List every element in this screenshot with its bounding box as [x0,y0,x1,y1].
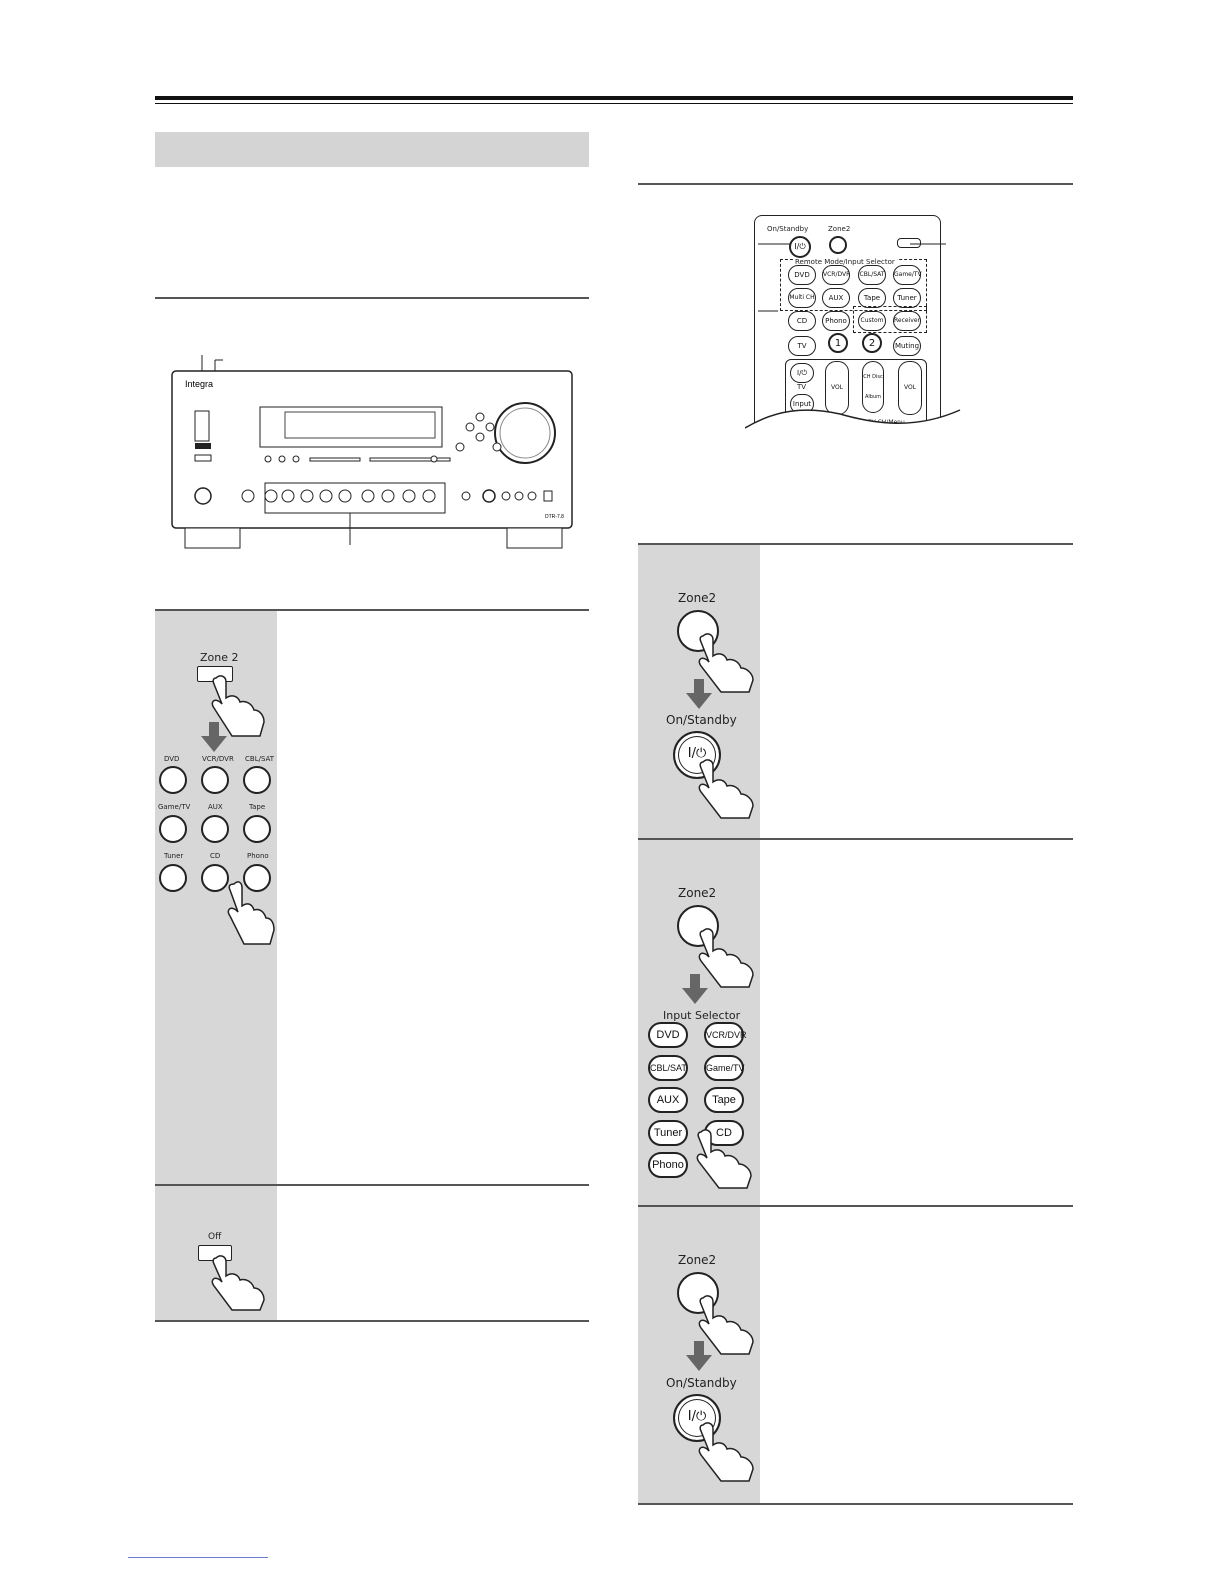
remote-onstandby-label: On/Standby [767,225,809,233]
input-label-phono: Phono [247,852,269,860]
input-label-game: Game/TV [158,803,191,811]
input-label-vcr: VCR/DVR [202,755,234,763]
remote-btn-muting[interactable]: Muting [893,336,921,356]
footer-link-line[interactable] [128,1557,268,1558]
arrow-down-icon [686,1341,712,1371]
input-selector-label: Input Selector [663,1009,741,1022]
remote-btn-receiver[interactable]: Receiver [893,311,921,331]
remote-btn-aux[interactable]: AUX [822,288,850,308]
right-step1-power-button[interactable]: I/⏻ [673,731,721,779]
hand-pointer-icon [211,675,265,737]
remote-vol-rocker-right[interactable]: VOL [898,361,922,415]
hand-pointer-icon [698,1295,754,1355]
input-button-vcr[interactable] [201,766,229,794]
remote-btn-multich[interactable]: Multi CH [788,288,816,308]
hand-pointer-icon [698,928,754,988]
remote-top-right-button[interactable] [897,238,921,248]
input-label-tape: Tape [249,803,266,811]
arrow-down-icon [686,679,712,709]
remote-btn-cd[interactable]: CD [788,311,816,331]
input-button-cbl[interactable] [243,766,271,794]
arrow-down-icon [201,722,227,752]
hand-pointer-icon [227,881,275,945]
right-section-rule [638,183,1073,185]
header-rule-thick [155,96,1073,100]
input-button-cd[interactable] [201,864,229,892]
remote-ch-label: CH Disc [863,374,883,380]
sel-btn-game[interactable]: Game/TV [704,1055,745,1081]
remote-input-button[interactable]: Input [790,394,814,414]
remote-btn-tv[interactable]: TV [788,336,816,356]
input-button-tuner[interactable] [159,864,187,892]
receiver-brand: Integra [185,379,213,389]
input-label-cd: CD [210,852,221,860]
off-label: Off [208,1232,222,1242]
arrow-down-icon [682,974,708,1004]
remote-btn-dvd[interactable]: DVD [788,265,816,285]
remote-album-label: Album [864,394,882,400]
remote-illustration: On/Standby Zone2 I/⏻ Remote Mode/Input S… [754,215,941,431]
remote-zone2-label: Zone2 [828,225,851,233]
remote-callout-lines [758,243,946,312]
receiver-illustration: Integra DTR-7.8 [171,355,573,549]
input-label-aux: AUX [208,803,223,811]
sel-btn-phono[interactable]: Phono [648,1152,688,1178]
left-bottom-rule [155,1320,589,1322]
remote-btn-custom[interactable]: Custom [858,311,886,331]
right-step2-zone-label: Zone2 [678,886,717,900]
sel-btn-cbl[interactable]: CBL/SAT [648,1055,688,1081]
sel-btn-tape[interactable]: Tape [704,1087,744,1113]
remote-btn-1[interactable]: 1 [828,333,848,353]
right-bottom-rule [638,1503,1073,1505]
input-label-tuner: Tuner [164,852,184,860]
remote-btn-cbl[interactable]: CBL/SAT [858,265,886,285]
remote-btn-tape[interactable]: Tape [858,288,886,308]
remote-btn-phono[interactable]: Phono [822,311,850,331]
input-label-dvd: DVD [164,755,180,763]
remote-cutoff-wave [745,409,961,440]
left-step1-rule [155,609,589,611]
remote-btn-game[interactable]: Game/TV [893,265,922,285]
right-step1-zone-label: Zone2 [678,591,717,605]
remote-btn-2[interactable]: 2 [862,333,882,353]
remote-tv-power-button[interactable]: I/⏻ [790,363,814,383]
right-step3-power-label: On/Standby [666,1376,737,1390]
remote-tv-label: TV [797,383,807,391]
remote-lower-area [785,359,927,431]
input-button-dvd[interactable] [159,766,187,794]
receiver-model: DTR-7.8 [545,514,564,520]
sel-btn-vcr[interactable]: VCR/DVR [704,1022,747,1048]
sel-btn-dvd[interactable]: DVD [648,1022,688,1048]
hand-pointer-icon [211,1255,265,1311]
remote-custom-area [853,306,927,333]
remote-btn-tuner[interactable]: Tuner [893,288,921,308]
input-button-aux[interactable] [201,815,229,843]
right-step3-zone-label: Zone2 [678,1253,717,1267]
remote-power-button[interactable]: I/⏻ [789,236,811,258]
hand-pointer-icon [696,1129,752,1189]
input-button-game[interactable] [159,815,187,843]
right-step1-power-label: On/Standby [666,713,737,727]
right-step3-rule [638,1205,1073,1207]
remote-zone2-button[interactable] [829,236,847,254]
left-step2-rule [155,1184,589,1186]
hand-pointer-icon [698,633,754,693]
input-button-phono[interactable] [243,864,271,892]
remote-mode-header: Remote Mode/Input Selector [793,258,897,266]
section-header-bar [155,132,589,167]
hand-pointer-icon [698,1422,754,1482]
zone2-label: Zone 2 [200,651,239,664]
sel-btn-tuner[interactable]: Tuner [648,1120,688,1146]
remote-btn-vcr[interactable]: VCR/DVR [822,265,850,285]
right-step2-zone-button[interactable] [677,905,719,947]
left-section-rule [155,297,589,299]
hand-pointer-icon [698,759,754,819]
input-label-cbl: CBL/SAT [245,755,275,763]
right-step2-rule [638,838,1073,840]
sel-btn-aux[interactable]: AUX [648,1087,688,1113]
header-rule-thin [155,103,1073,104]
right-step1-rule [638,543,1073,545]
input-button-tape[interactable] [243,815,271,843]
